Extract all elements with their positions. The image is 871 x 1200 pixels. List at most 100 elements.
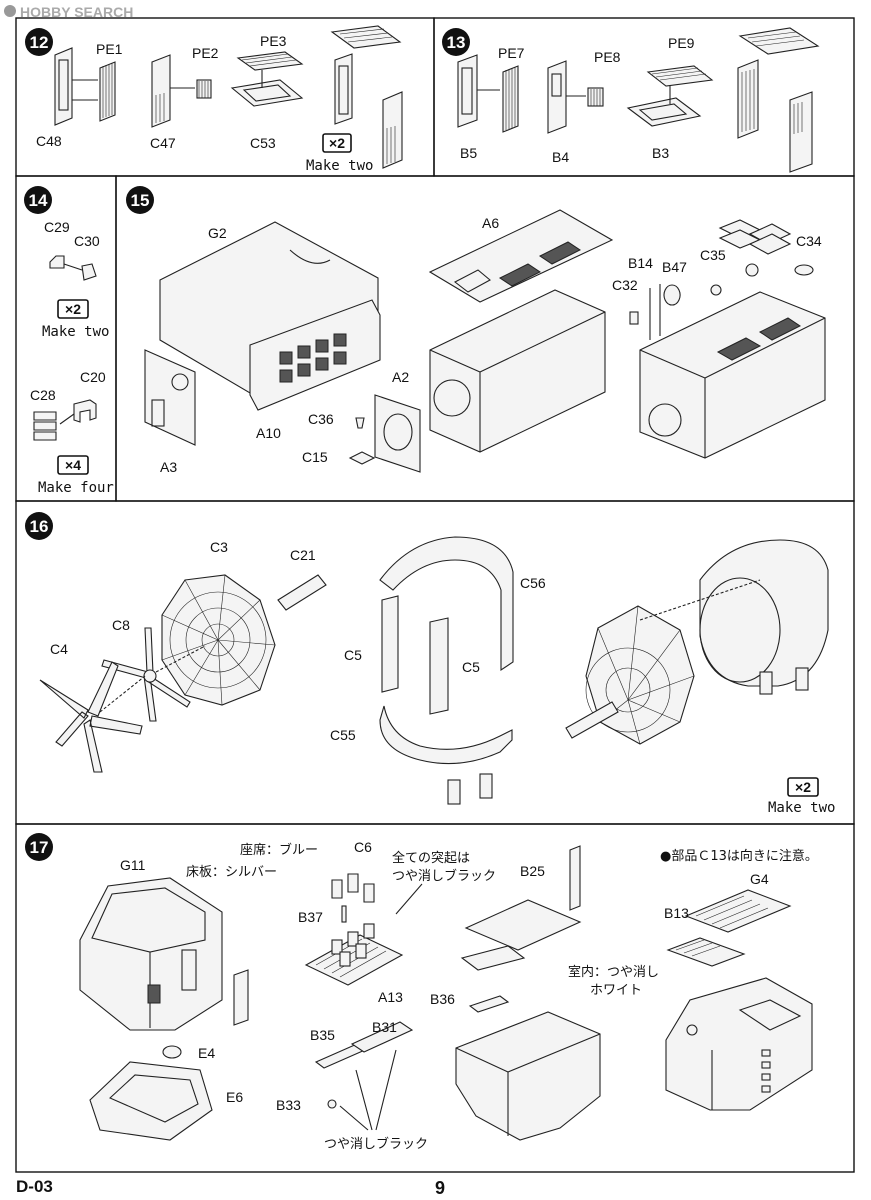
label-c35: C35 <box>700 247 726 263</box>
note-make-two-12: Make two <box>306 158 373 174</box>
page-number: 9 <box>435 1178 445 1198</box>
part-assembly-16-shaft <box>565 701 619 739</box>
part-c56 <box>379 536 514 672</box>
note-seat-blue: 座席：ブルー <box>240 842 318 858</box>
watermark: HOBBY SEARCH <box>4 4 133 20</box>
label-b33: B33 <box>276 1097 301 1113</box>
label-b5: B5 <box>460 145 477 161</box>
note-interior-flat: 室内：つや消し <box>568 964 659 980</box>
part-g11-door <box>233 969 249 1026</box>
label-pe7: PE7 <box>498 45 525 61</box>
label-c34: C34 <box>796 233 822 249</box>
note-floor-silver: 床板：シルバー <box>186 865 277 880</box>
label-c5-right: C5 <box>462 659 480 675</box>
label-c8: C8 <box>112 617 130 633</box>
step-15: 15 G2 A3 A10 C36 C15 A2 A6 <box>126 186 826 475</box>
step-16: 16 C3 C21 C8 C4 C56 C55 C5 C5 <box>25 512 835 816</box>
label-b35: B35 <box>310 1027 335 1043</box>
step-14-number: 14 <box>29 191 48 210</box>
step-14-badge <box>24 186 52 214</box>
part-c5b <box>429 617 449 715</box>
label-c47: C47 <box>150 135 176 151</box>
part-assembly-16-housing <box>699 539 829 687</box>
step-17-number: 17 <box>30 838 49 857</box>
part-a6 <box>428 209 614 303</box>
multiplier-box-12 <box>322 133 352 153</box>
part-g11 <box>79 877 223 1031</box>
part-b3 <box>626 97 702 127</box>
part-c5a <box>381 595 399 693</box>
step-13-badge <box>442 28 470 56</box>
label-c29: C29 <box>44 219 70 235</box>
label-e4: E4 <box>198 1045 215 1061</box>
label-b3: B3 <box>652 145 669 161</box>
part-assembly-15 <box>639 291 826 459</box>
multiplier-14b: ×4 <box>65 457 81 473</box>
note-make-two-14: Make two <box>42 324 109 340</box>
label-pe9: PE9 <box>668 35 695 51</box>
step-14: 14 C29 C30 ×2 Make two C28 C20 ×4 Make f… <box>24 186 114 496</box>
note-flat-black-parts: つや消しブラック <box>324 1136 428 1152</box>
part-body-box <box>429 289 606 453</box>
label-c48: C48 <box>36 133 62 149</box>
part-a2 <box>374 394 421 473</box>
part-assembly-17 <box>665 977 813 1111</box>
label-c3: C3 <box>210 539 228 555</box>
part-c47 <box>151 54 171 128</box>
note-make-four-14: Make four <box>38 480 114 496</box>
label-c28: C28 <box>30 387 56 403</box>
step-17-badge <box>25 833 53 861</box>
part-g4 <box>684 889 792 933</box>
note-flat-black-protrusions: つや消しブラック <box>392 868 496 884</box>
label-c32: C32 <box>612 277 638 293</box>
label-pe3: PE3 <box>260 33 287 49</box>
label-c20: C20 <box>80 369 106 385</box>
step-16-badge <box>25 512 53 540</box>
part-b25 <box>569 845 581 911</box>
label-a10: A10 <box>256 425 281 441</box>
part-c20 <box>73 399 97 423</box>
multiplier-16: ×2 <box>795 779 811 795</box>
label-c55: C55 <box>330 727 356 743</box>
part-c36 <box>355 417 365 429</box>
part-pe3 <box>236 51 304 71</box>
label-e6: E6 <box>226 1089 243 1105</box>
multiplier-box-14b <box>57 455 89 475</box>
part-b5 <box>457 54 478 128</box>
part-c29 <box>49 255 65 269</box>
part-interior-body <box>455 1011 601 1141</box>
label-a6: A6 <box>482 215 499 231</box>
label-c21: C21 <box>290 547 316 563</box>
part-pe7 <box>502 65 519 133</box>
label-c15: C15 <box>302 449 328 465</box>
multiplier-box-16 <box>787 777 819 797</box>
part-c30 <box>81 263 97 281</box>
label-pe1: PE1 <box>96 41 123 57</box>
step-16-number: 16 <box>30 517 49 536</box>
part-pe1 <box>99 61 116 122</box>
part-c53 <box>230 79 304 107</box>
label-g11: G11 <box>120 857 146 873</box>
label-c5-left: C5 <box>344 647 362 663</box>
label-c30: C30 <box>74 233 100 249</box>
part-e4 <box>162 1045 182 1059</box>
part-c21 <box>277 574 327 611</box>
step-12: 12 PE1 C48 PE2 C47 PE3 C53 ×2 Make two <box>25 25 403 174</box>
part-b13 <box>666 937 746 967</box>
part-a3 <box>144 349 196 446</box>
part-e6 <box>89 1061 213 1141</box>
label-g2: G2 <box>208 225 227 241</box>
part-b33 <box>327 1099 337 1109</box>
label-a2: A2 <box>392 369 409 385</box>
label-c53: C53 <box>250 135 276 151</box>
label-c56: C56 <box>520 575 546 591</box>
part-assembly-top <box>330 25 402 49</box>
part-b31 <box>350 1021 414 1053</box>
step-13-number: 13 <box>447 33 466 52</box>
note-c13-caution: ●部品Ｃ13は向きに注意。 <box>660 848 818 864</box>
step-12-badge <box>25 28 53 56</box>
label-b25: B25 <box>520 863 545 879</box>
part-b4 <box>547 60 567 134</box>
multiplier-12: ×2 <box>329 135 345 151</box>
